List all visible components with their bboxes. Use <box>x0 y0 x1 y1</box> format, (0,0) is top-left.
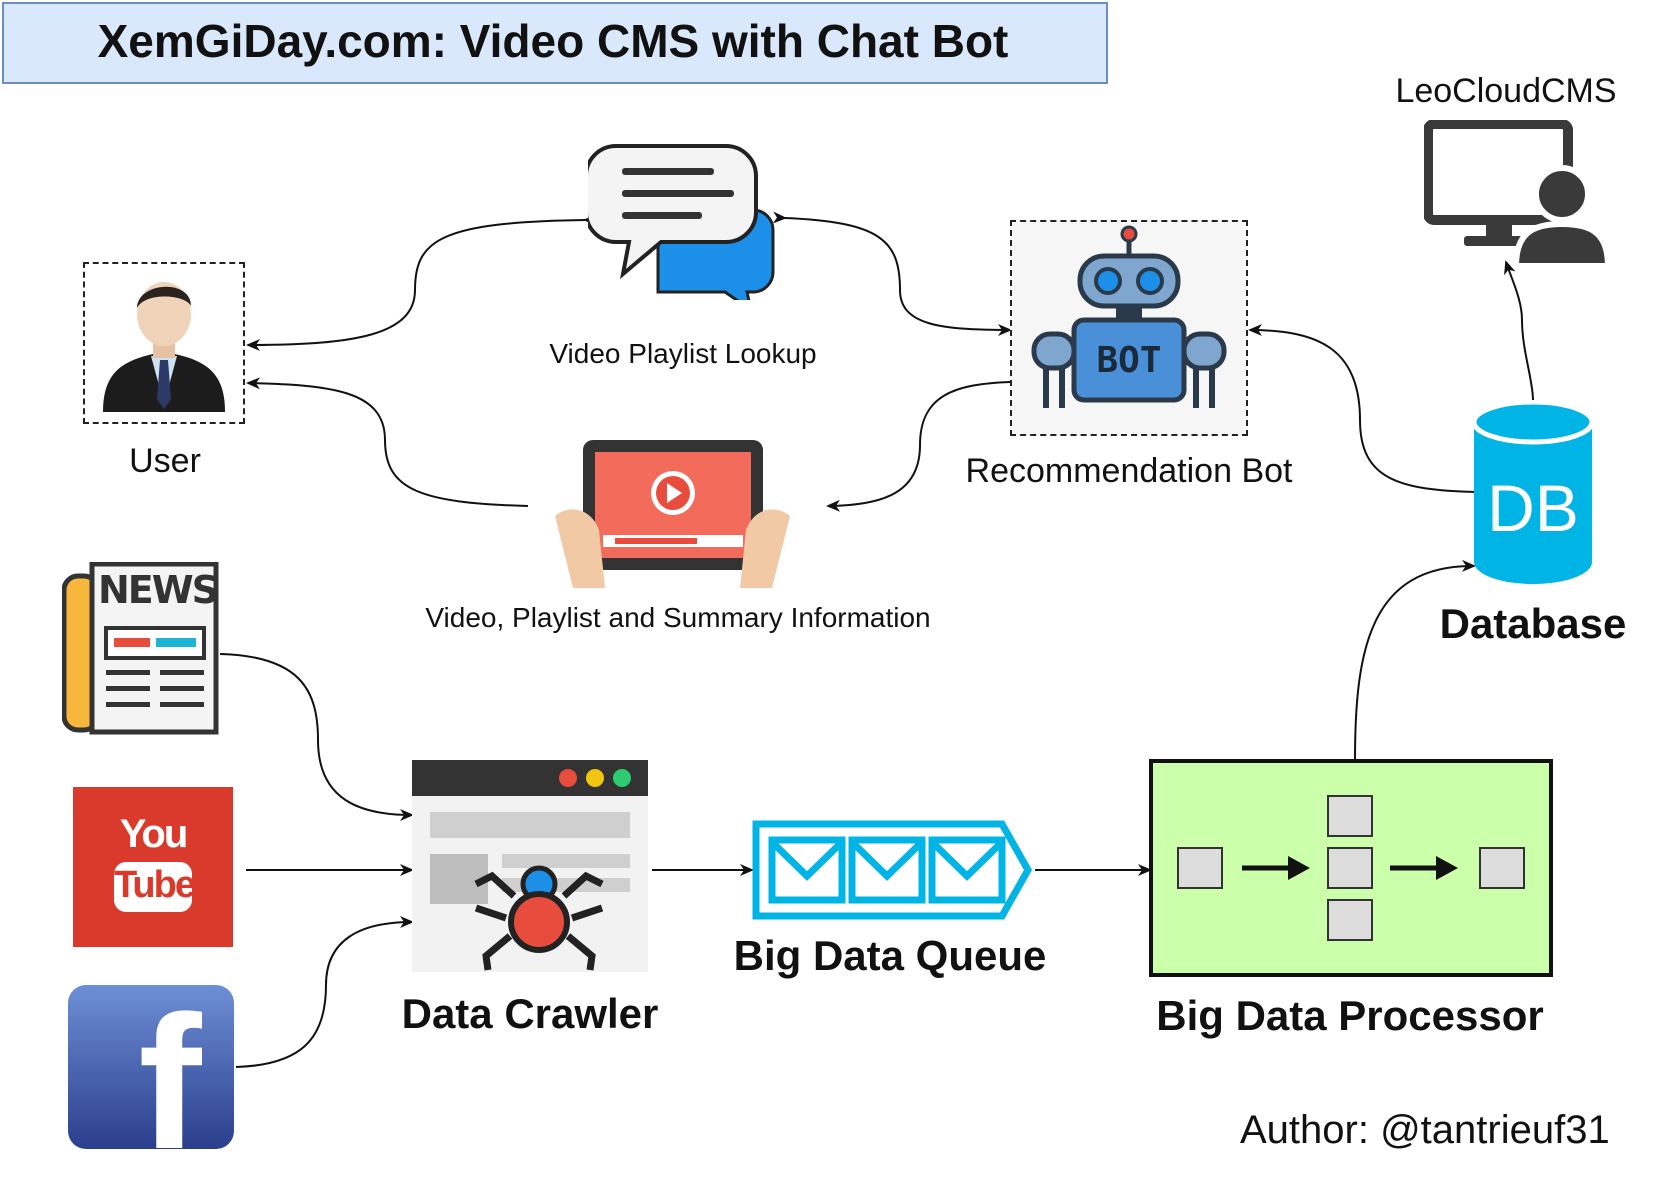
video-playlist-lookup-label: Video Playlist Lookup <box>549 338 817 369</box>
cms-user-icon <box>1424 120 1609 266</box>
edge-news-crawler <box>219 653 414 821</box>
diagram-title: XemGiDay.com: Video CMS with Chat Bot <box>97 15 1009 67</box>
video-tablet-icon <box>555 440 790 588</box>
title-box <box>2 2 1108 84</box>
queue-icon <box>752 820 1033 920</box>
edge-bot-lookup <box>772 211 1012 336</box>
database-label: Database <box>1439 600 1627 647</box>
robot-icon <box>1031 225 1227 408</box>
database-icon <box>1472 400 1594 584</box>
user-label: User <box>129 442 201 480</box>
news-icon <box>62 562 219 735</box>
youtube-tube-pill <box>114 862 192 912</box>
edge-lookup-user <box>246 213 598 351</box>
recommendation-bot-node: BOT <box>1010 220 1248 436</box>
chat-icon <box>588 144 775 300</box>
youtube-tube: Tube <box>114 864 196 906</box>
big-data-processor-label: Big Data Processor <box>1156 992 1544 1039</box>
bot-badge: BOT <box>1096 340 1162 381</box>
facebook-f: f <box>138 977 202 1189</box>
edge-db-cms <box>1504 260 1540 413</box>
user-icon <box>103 282 225 412</box>
news-masthead: NEWS <box>98 568 219 612</box>
data-crawler-label: Data Crawler <box>401 990 659 1037</box>
edge-info-user <box>246 377 529 507</box>
author-credit: Author: @tantrieuf31 <box>1240 1108 1610 1152</box>
edge-facebook-crawler <box>235 916 414 1068</box>
processor-icon <box>1149 759 1553 977</box>
facebook-icon <box>68 985 234 1149</box>
crawler-icon <box>412 760 648 972</box>
big-data-queue-label: Big Data Queue <box>733 932 1047 979</box>
youtube-you: You <box>119 812 189 856</box>
edge-db-bot <box>1248 324 1477 493</box>
edge-bot-info <box>826 381 1011 512</box>
user-node <box>83 262 245 424</box>
recommendation-bot-label: Recommendation Bot <box>965 452 1293 490</box>
edge-processor-db <box>1354 559 1476 761</box>
db-label: DB <box>1487 471 1579 545</box>
leocloudcms-label: LeoCloudCMS <box>1395 72 1617 110</box>
video-info-label: Video, Playlist and Summary Information <box>425 602 931 633</box>
